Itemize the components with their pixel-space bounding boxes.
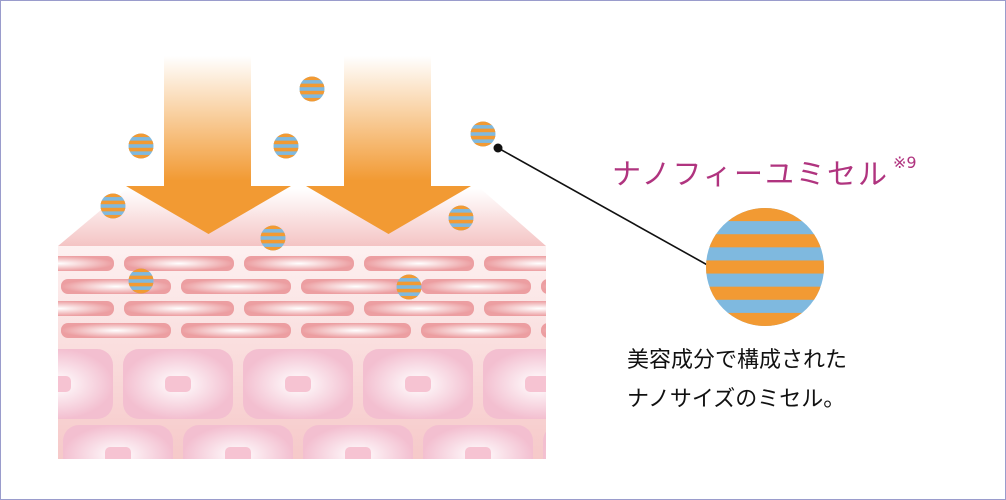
lipid-cell <box>421 323 531 338</box>
skin-cell <box>543 431 546 459</box>
skin-cell <box>63 425 173 459</box>
cell-nucleus <box>165 376 191 392</box>
lipid-cell <box>301 323 411 338</box>
arrow <box>306 56 471 234</box>
lipid-cell <box>61 279 171 294</box>
micelle-particle <box>273 133 299 159</box>
micelle-particle <box>706 208 824 326</box>
lipid-cell <box>61 323 171 338</box>
lipid-cell <box>541 279 546 294</box>
cell-nucleus <box>1 447 11 463</box>
lipid-cell <box>244 256 354 271</box>
skin-cell <box>58 349 113 419</box>
micelle-particle <box>128 268 154 294</box>
skin-cell <box>1 425 53 485</box>
lipid-cell <box>244 301 354 316</box>
pointer-line <box>497 147 712 268</box>
lipid-cell <box>364 301 474 316</box>
caption-line-1: 美容成分で構成された <box>627 348 848 373</box>
skin-cell <box>483 349 546 419</box>
skin-cell <box>303 425 413 459</box>
micelle-particle <box>470 121 496 147</box>
pointer-dot <box>493 143 503 153</box>
lipid-cell <box>484 301 546 316</box>
micelle-particle <box>128 133 154 159</box>
micelle-name: ナノフィーユミセル <box>612 157 889 191</box>
lipid-cell <box>1 323 51 338</box>
cell-nucleus <box>525 376 546 392</box>
cell-nucleus <box>225 447 251 459</box>
lipid-cell <box>58 256 114 271</box>
cell-nucleus <box>285 376 311 392</box>
lipid-cell <box>1 279 51 294</box>
footnote-mark: ※9 <box>892 153 917 172</box>
cell-nucleus <box>345 447 371 459</box>
cell-nucleus <box>105 447 131 459</box>
micelle-particle <box>260 225 286 251</box>
micelle-particle <box>299 76 325 102</box>
cell-nucleus <box>58 376 71 392</box>
arrow <box>126 56 291 234</box>
micelle-particle <box>448 205 474 231</box>
lipid-cell <box>181 279 291 294</box>
cell-nucleus <box>585 447 611 463</box>
lipid-cell <box>364 256 474 271</box>
micelle-particles <box>100 76 496 300</box>
micelle-label: ナノフィーユミセル※9 <box>612 151 917 193</box>
cell-nucleus <box>465 447 491 459</box>
lipid-cell <box>541 323 546 338</box>
cell-nucleus <box>405 376 431 392</box>
micelle-particle <box>396 274 422 300</box>
skin-layer <box>1 189 611 485</box>
lipid-cell <box>124 256 234 271</box>
skin-cell <box>183 425 293 459</box>
micelle-particle <box>100 193 126 219</box>
penetration-arrows <box>126 56 471 234</box>
micelle-enlarged <box>706 208 824 326</box>
lipid-cell <box>301 279 411 294</box>
lipid-cell <box>124 301 234 316</box>
caption-line-2: ナノサイズのミセル。 <box>627 387 846 412</box>
lipid-cell <box>58 301 114 316</box>
lipid-cell <box>484 256 546 271</box>
lipid-cell <box>181 323 291 338</box>
skin-cell <box>423 425 533 459</box>
micelle-caption: 美容成分で構成された ナノサイズのミセル。 <box>627 341 847 419</box>
lipid-cell <box>421 279 531 294</box>
